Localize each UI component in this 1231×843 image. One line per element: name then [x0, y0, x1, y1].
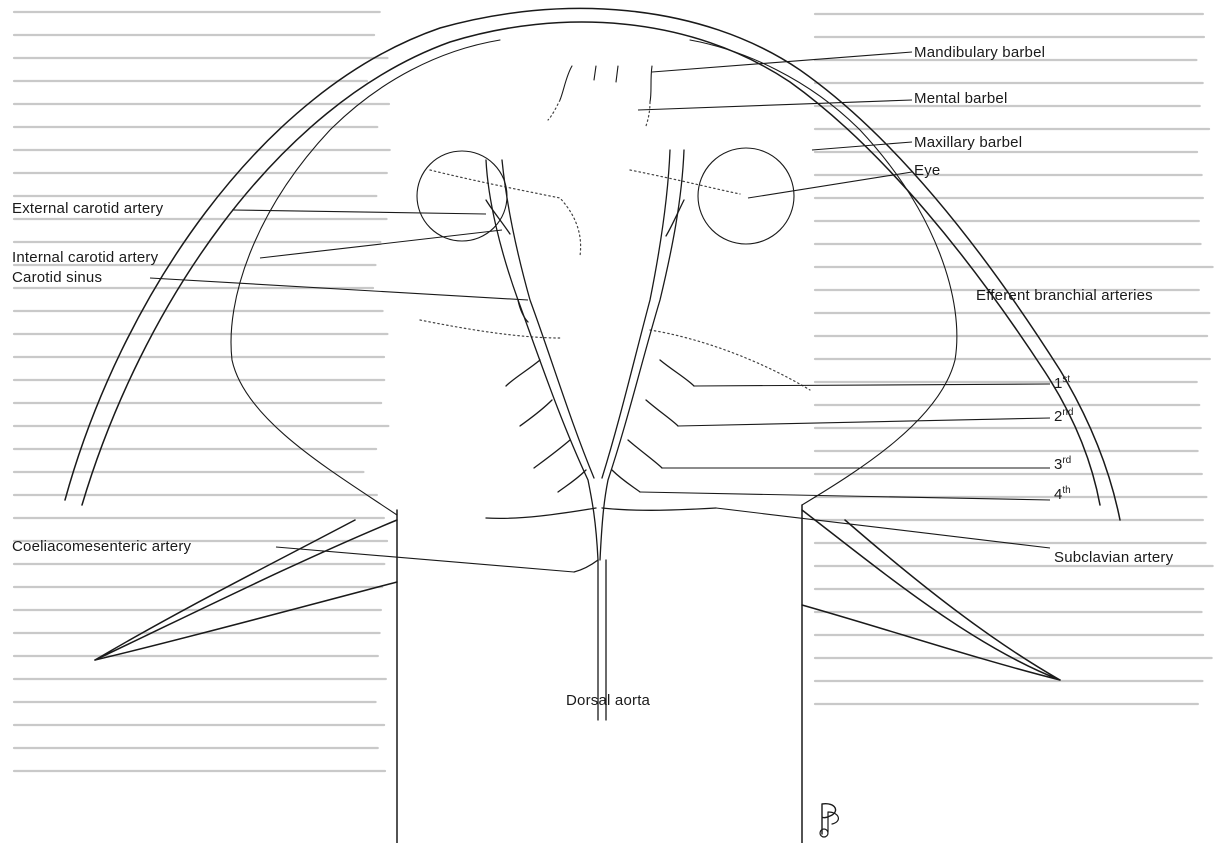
branchial-left-3 [534, 440, 570, 468]
coeliacomesenteric [574, 560, 598, 572]
label-dorsal-aorta: Dorsal aorta [566, 692, 650, 710]
label-mandibular-barbel: Mandibulary barbel [914, 44, 1045, 62]
label-branchial-1st: 1st [1054, 375, 1070, 393]
label-external-carotid-artery: External carotid artery [12, 200, 163, 218]
barbel-4-dotted [646, 102, 650, 126]
branchial-right-1 [660, 360, 694, 386]
head-contour-right [690, 40, 957, 505]
branchial-right-3 [628, 440, 662, 468]
leader-subclavian [716, 508, 1050, 548]
leader-eye [748, 172, 912, 198]
dotted-outline-lower-left [420, 320, 560, 338]
ordinal-suffix: th [1062, 485, 1070, 496]
subclavian-right [602, 508, 716, 510]
label-branchial-3rd: 3rd [1054, 456, 1071, 474]
pectoral-fin-right-lower [802, 605, 1060, 680]
leader-coeliacomesenteric [276, 547, 574, 572]
barbel-2 [594, 66, 596, 80]
branchial-right-2 [646, 400, 678, 426]
pectoral-fin-right [802, 510, 1060, 680]
label-branchial-4th: 4th [1054, 486, 1071, 504]
leader-mental [638, 100, 912, 110]
vessel-right-outer [600, 150, 684, 560]
pectoral-fin-left-lower [95, 582, 397, 660]
leader-branchial-1 [694, 384, 1050, 386]
label-branchial-2nd: 2nd [1054, 408, 1073, 426]
label-mental-barbel: Mental barbel [914, 90, 1008, 108]
leader-branchial-2 [678, 418, 1050, 426]
leader-branchial-4 [640, 492, 1050, 500]
barbel-1 [560, 66, 572, 100]
branchial-left-1 [506, 360, 540, 386]
label-subclavian-artery: Subclavian artery [1054, 549, 1173, 567]
label-efferent-branchial-arteries: Efferent branchial arteries [976, 287, 1153, 305]
label-maxillary-barbel: Maxillary barbel [914, 134, 1022, 152]
branchial-right-4 [612, 470, 640, 492]
leader-mandibular [652, 52, 912, 72]
leader-internal-carotid [260, 230, 502, 258]
branchial-left-4 [558, 470, 586, 492]
head-outline [65, 8, 1120, 520]
eye-right [698, 148, 794, 244]
barbel-4 [650, 66, 652, 102]
vessel-left-inner [502, 160, 594, 478]
label-coeliacomesenteric-artery: Coeliacomesenteric artery [12, 538, 191, 556]
dotted-outline-lower-right [650, 330, 810, 390]
head-contour-left [231, 40, 500, 515]
vessel-left-outer [486, 160, 598, 560]
artist-monogram-icon [812, 800, 848, 840]
branchial-left-2 [520, 400, 552, 426]
eye-left [417, 151, 507, 241]
ordinal-suffix: rd [1062, 455, 1071, 466]
ordinal-suffix: st [1062, 374, 1070, 385]
label-carotid-sinus: Carotid sinus [12, 269, 102, 287]
label-eye: Eye [914, 162, 940, 180]
barbel-1-dotted [548, 100, 560, 120]
dotted-outline-right [630, 170, 740, 194]
leader-carotid-sinus [150, 278, 528, 300]
barbel-3 [616, 66, 618, 82]
label-internal-carotid-artery: Internal carotid artery [12, 249, 158, 267]
subclavian-left [486, 508, 596, 518]
ordinal-suffix: nd [1062, 407, 1073, 418]
vessel-right-inner [602, 150, 670, 478]
